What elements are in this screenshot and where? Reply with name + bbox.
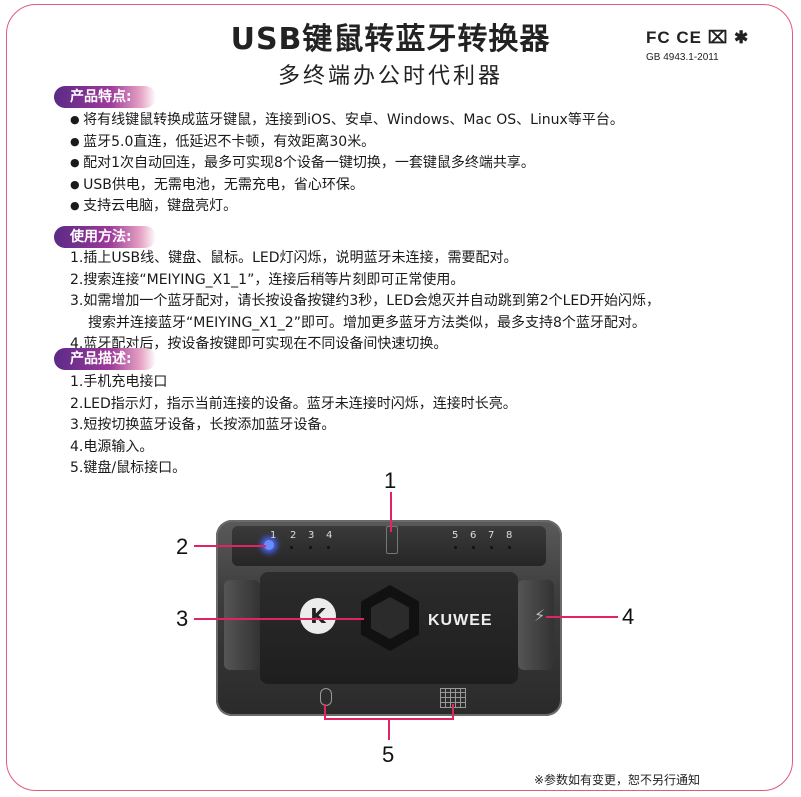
description-item: 1.手机充电接口 bbox=[70, 374, 168, 390]
usage-item: 2.搜索连接“MEIYING_X1_1”，连接后稍等片刻即可正常使用。 bbox=[70, 271, 465, 288]
usage-tag: 使用方法: bbox=[54, 226, 156, 248]
usage-list: 1.插上USB线、键盘、鼠标。LED灯闪烁，说明蓝牙未连接，需要配对。 2.搜索… bbox=[70, 248, 660, 356]
callout-line bbox=[388, 718, 390, 740]
page-title: USB键鼠转蓝牙转换器 bbox=[230, 22, 551, 57]
led-label: 6 bbox=[470, 530, 477, 541]
device-left-wing bbox=[224, 580, 260, 670]
led-dot bbox=[454, 546, 457, 549]
feature-item: 配对1次自动回连，最多可实现8个设备一键切换，一套键鼠多终端共享。 bbox=[70, 153, 624, 175]
led-indicator-active bbox=[264, 540, 274, 550]
led-dot bbox=[309, 546, 312, 549]
usb-c-port-icon bbox=[386, 526, 398, 554]
description-item: 3.短按切换蓝牙设备，长按添加蓝牙设备。 bbox=[70, 417, 336, 433]
certification-marks: FC CE ⌧ ✱ bbox=[646, 28, 750, 47]
led-label: 4 bbox=[326, 530, 333, 541]
led-label: 3 bbox=[308, 530, 315, 541]
callout-line bbox=[546, 616, 618, 618]
callout-line bbox=[452, 704, 454, 720]
mouse-icon bbox=[320, 688, 332, 706]
description-tag: 产品描述: bbox=[54, 348, 156, 370]
led-label: 8 bbox=[506, 530, 513, 541]
callout-number: 1 bbox=[384, 468, 397, 493]
page-frame bbox=[6, 4, 793, 791]
led-label: 5 bbox=[452, 530, 459, 541]
page-subtitle: 多终端办公时代利器 bbox=[277, 64, 503, 89]
callout-number: 2 bbox=[176, 534, 189, 559]
led-label: 2 bbox=[290, 530, 297, 541]
description-item: 4.电源输入。 bbox=[70, 438, 154, 455]
features-tag: 产品特点: bbox=[54, 86, 156, 108]
brand-logo: K bbox=[300, 598, 336, 634]
device-right-wing bbox=[518, 580, 554, 670]
usage-item: 1.插上USB线、键盘、鼠标。LED灯闪烁，说明蓝牙未连接，需要配对。 bbox=[70, 250, 518, 266]
device-top-panel bbox=[232, 526, 546, 566]
description-item: 5.键盘/鼠标接口。 bbox=[70, 460, 187, 476]
callout-line bbox=[194, 545, 266, 547]
callout-line bbox=[194, 618, 364, 620]
power-bolt-icon: ⚡ bbox=[534, 606, 546, 625]
callout-line bbox=[390, 492, 392, 532]
callout-number: 5 bbox=[382, 742, 395, 767]
switch-button-inner bbox=[371, 597, 409, 639]
device-image: 1 2 3 4 5 6 7 8 K KUWEE ⚡ bbox=[216, 520, 562, 716]
callout-line bbox=[324, 704, 326, 720]
callout-number: 4 bbox=[622, 604, 635, 629]
callout-number: 3 bbox=[176, 606, 189, 631]
led-dot bbox=[290, 546, 293, 549]
feature-item: 将有线键鼠转换成蓝牙键鼠，连接到iOS、安卓、Windows、Mac OS、Li… bbox=[70, 110, 624, 132]
description-list: 1.手机充电接口 2.LED指示灯，指示当前连接的设备。蓝牙未连接时闪烁，连接时… bbox=[70, 372, 517, 480]
features-list: 将有线键鼠转换成蓝牙键鼠，连接到iOS、安卓、Windows、Mac OS、Li… bbox=[70, 110, 624, 218]
feature-item: USB供电，无需电池，无需充电，省心环保。 bbox=[70, 175, 624, 197]
led-dot bbox=[327, 546, 330, 549]
footnote: ※参数如有变更，恕不另行通知 bbox=[534, 773, 701, 787]
led-label: 7 bbox=[488, 530, 495, 541]
usage-item: 4.蓝牙配对后，按设备按键即可实现在不同设备间快速切换。 bbox=[70, 336, 448, 352]
usage-item: 搜索并连接蓝牙“MEIYING_X1_2”即可。增加更多蓝牙方法类似，最多支持8… bbox=[88, 314, 646, 331]
brand-name: KUWEE bbox=[428, 612, 493, 629]
description-item: 2.LED指示灯，指示当前连接的设备。蓝牙未连接时闪烁，连接时长亮。 bbox=[70, 395, 517, 412]
usage-item: 3.如需增加一个蓝牙配对，请长按设备按键约3秒，LED会熄灭并自动跳到第2个LE… bbox=[70, 293, 661, 309]
feature-item: 蓝牙5.0直连，低延迟不卡顿，有效距离30米。 bbox=[70, 132, 624, 154]
standard-code: GB 4943.1-2011 bbox=[646, 52, 719, 63]
led-dot bbox=[508, 546, 511, 549]
led-dot bbox=[472, 546, 475, 549]
led-dot bbox=[490, 546, 493, 549]
led-label: 1 bbox=[270, 530, 277, 541]
feature-item: 支持云电脑，键盘亮灯。 bbox=[70, 196, 624, 218]
